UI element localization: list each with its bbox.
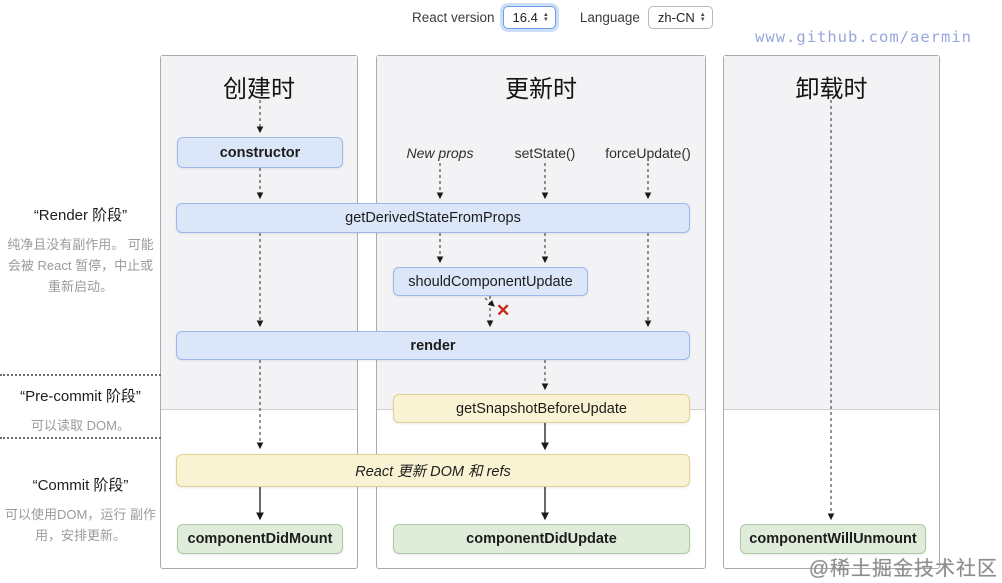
method-componentdidmount[interactable]: componentDidMount [177, 524, 343, 554]
phase-precommit: “Pre-commit 阶段” 可以读取 DOM。 [5, 385, 156, 436]
phase-precommit-title: “Pre-commit 阶段” [20, 388, 141, 405]
step-react-updates-dom: React 更新 DOM 和 refs [176, 454, 690, 487]
phase-divider [0, 374, 161, 376]
panel-updating: 更新时 [376, 55, 706, 569]
panel-title-unmounting: 卸载时 [795, 76, 868, 103]
trigger-new-props: New props [406, 145, 474, 161]
method-render[interactable]: render [176, 331, 690, 360]
method-constructor[interactable]: constructor [177, 137, 343, 168]
method-getderivedstatefromprops[interactable]: getDerivedStateFromProps [176, 203, 690, 233]
panel-mounting: 创建时 [160, 55, 358, 569]
phase-render-title: “Render 阶段” [33, 207, 128, 224]
panel-unmounting: 卸载时 [723, 55, 940, 569]
stepper-icon: ▲▼ [542, 11, 549, 23]
react-version-select[interactable]: 16.4 ▲▼ [502, 6, 556, 29]
react-version-label: React version [412, 10, 495, 25]
method-getsnapshotbeforeupdate[interactable]: getSnapshotBeforeUpdate [393, 394, 690, 423]
phase-render-description: 纯净且没有副作用。 可能会被 React 暂停，中止或重新启动。 [7, 237, 154, 294]
phase-commit-description: 可以使用DOM，运行 副作用，安排更新。 [5, 507, 156, 543]
phase-precommit-description: 可以读取 DOM。 [31, 418, 130, 433]
panel-title-updating: 更新时 [505, 76, 577, 103]
stepper-icon: ▲▼ [699, 11, 706, 23]
toolbar: React version 16.4 ▲▼ Language zh-CN ▲▼ [412, 6, 713, 29]
method-componentdidupdate[interactable]: componentDidUpdate [393, 524, 690, 554]
watermark-juejin: @稀土掘金技术社区 [808, 558, 998, 580]
trigger-setstate: setState() [514, 145, 576, 161]
phase-render: “Render 阶段” 纯净且没有副作用。 可能会被 React 暂停，中止或重… [5, 204, 156, 297]
method-shouldcomponentupdate[interactable]: shouldComponentUpdate [393, 267, 588, 296]
react-version-value: 16.4 [512, 10, 538, 25]
method-componentwillunmount[interactable]: componentWillUnmount [740, 524, 926, 554]
phase-commit-title: “Commit 阶段” [32, 477, 129, 494]
language-value: zh-CN [657, 10, 695, 25]
render-phase-shade [724, 56, 939, 410]
panel-title-mounting: 创建时 [223, 76, 295, 103]
language-select[interactable]: zh-CN ▲▼ [647, 6, 713, 29]
phase-rail: “Render 阶段” 纯净且没有副作用。 可能会被 React 暂停，中止或重… [0, 0, 161, 583]
watermark-github: www.github.com/aermin [755, 28, 972, 46]
cancel-x-icon: ✕ [496, 301, 511, 320]
trigger-forceupdate: forceUpdate() [605, 145, 691, 161]
language-label: Language [579, 10, 640, 25]
phase-divider [0, 437, 161, 439]
phase-commit: “Commit 阶段” 可以使用DOM，运行 副作用，安排更新。 [5, 474, 156, 546]
